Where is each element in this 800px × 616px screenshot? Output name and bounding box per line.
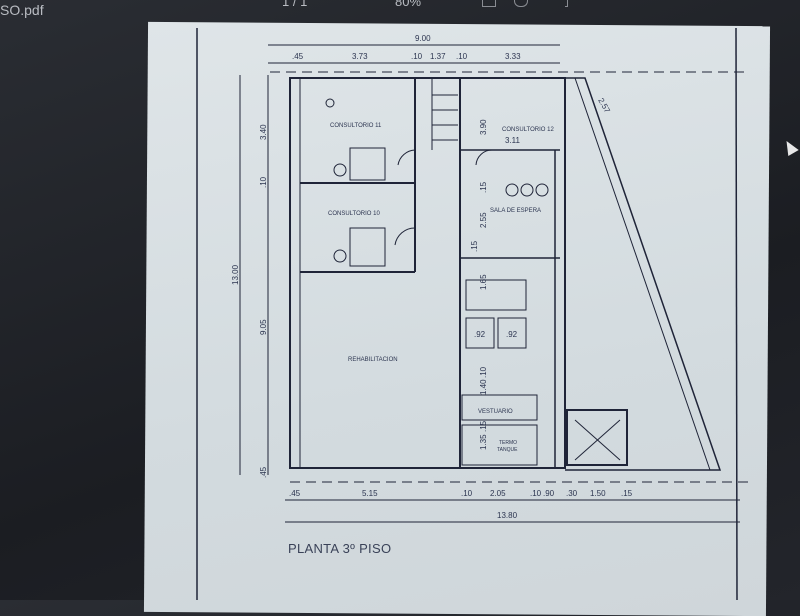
page-indicator[interactable]: 1 / 1 <box>282 0 308 9</box>
dim-top: .10 <box>411 52 423 61</box>
dim-top: 3.33 <box>505 52 521 61</box>
zoom-level[interactable]: 80% <box>395 0 422 9</box>
dim-top: 3.73 <box>352 52 368 61</box>
dim-inner: 2.57 <box>596 97 612 115</box>
dim-left: .45 <box>259 466 268 478</box>
room-label: CONSULTORIO 12 <box>502 127 554 133</box>
dim-inner: .92 <box>474 330 486 339</box>
pdf-viewer-toolbar: SO.pdf 1 / 1 80% <box>0 0 800 24</box>
room-label: VESTUARIO <box>478 409 513 415</box>
dim-bottom-total: 13.80 <box>497 511 518 520</box>
dim-left: .10 <box>259 176 268 188</box>
dim-inner: .15 <box>479 420 488 432</box>
dim-bottom: .10 <box>461 489 473 498</box>
room-label: REHABILITACION <box>348 357 398 363</box>
dim-top: 1.37 <box>430 52 446 61</box>
dim-inner: 3.11 <box>505 136 521 145</box>
frame-line-right <box>735 27 738 600</box>
dim-left-total: 13.00 <box>231 264 240 285</box>
plan-title: PLANTA 3º PISO <box>288 541 392 556</box>
dim-inner: 1.40 <box>479 379 488 395</box>
room-label: CONSULTORIO 11 <box>330 123 382 129</box>
dim-bottom: .15 <box>621 489 633 498</box>
dim-bottom: 2.05 <box>490 489 506 498</box>
dim-inner: .15 <box>479 181 488 193</box>
dim-inner: 1.35 <box>479 434 488 450</box>
dim-bottom: .30 <box>566 489 578 498</box>
file-name: SO.pdf <box>0 2 44 18</box>
dim-inner: .15 <box>470 240 479 252</box>
dim-top: .10 <box>456 52 468 61</box>
dim-bottom: 1.50 <box>590 489 606 498</box>
dim-left: 9.05 <box>259 319 268 335</box>
floor-plan: 9.00 .45 3.73 .10 1.37 .10 3.33 13.00 3.… <box>196 27 750 600</box>
dim-left: 3.40 <box>259 124 268 140</box>
dim-bottom: 5.15 <box>362 489 378 498</box>
dim-top: .45 <box>292 52 304 61</box>
building-outline <box>289 77 566 469</box>
dim-inner: 2.55 <box>479 212 488 228</box>
dim-bottom: .10 <box>530 489 542 498</box>
dim-top-total: 9.00 <box>415 34 431 43</box>
dim-inner: .92 <box>506 330 518 339</box>
elevator <box>566 409 628 466</box>
room-label: TANQUE <box>497 447 518 453</box>
dim-inner: 1.65 <box>479 274 488 290</box>
room-label: SALA DE ESPERA <box>490 208 541 214</box>
dim-inner: .10 <box>479 366 488 378</box>
room-label: TERMO <box>499 440 517 446</box>
dim-bottom: .90 <box>543 489 555 498</box>
pin-icon[interactable] <box>565 0 568 7</box>
fit-page-icon[interactable] <box>482 0 496 7</box>
dim-inner: 3.90 <box>479 119 488 135</box>
dim-bottom: .45 <box>289 489 301 498</box>
room-label: CONSULTORIO 10 <box>328 211 380 217</box>
